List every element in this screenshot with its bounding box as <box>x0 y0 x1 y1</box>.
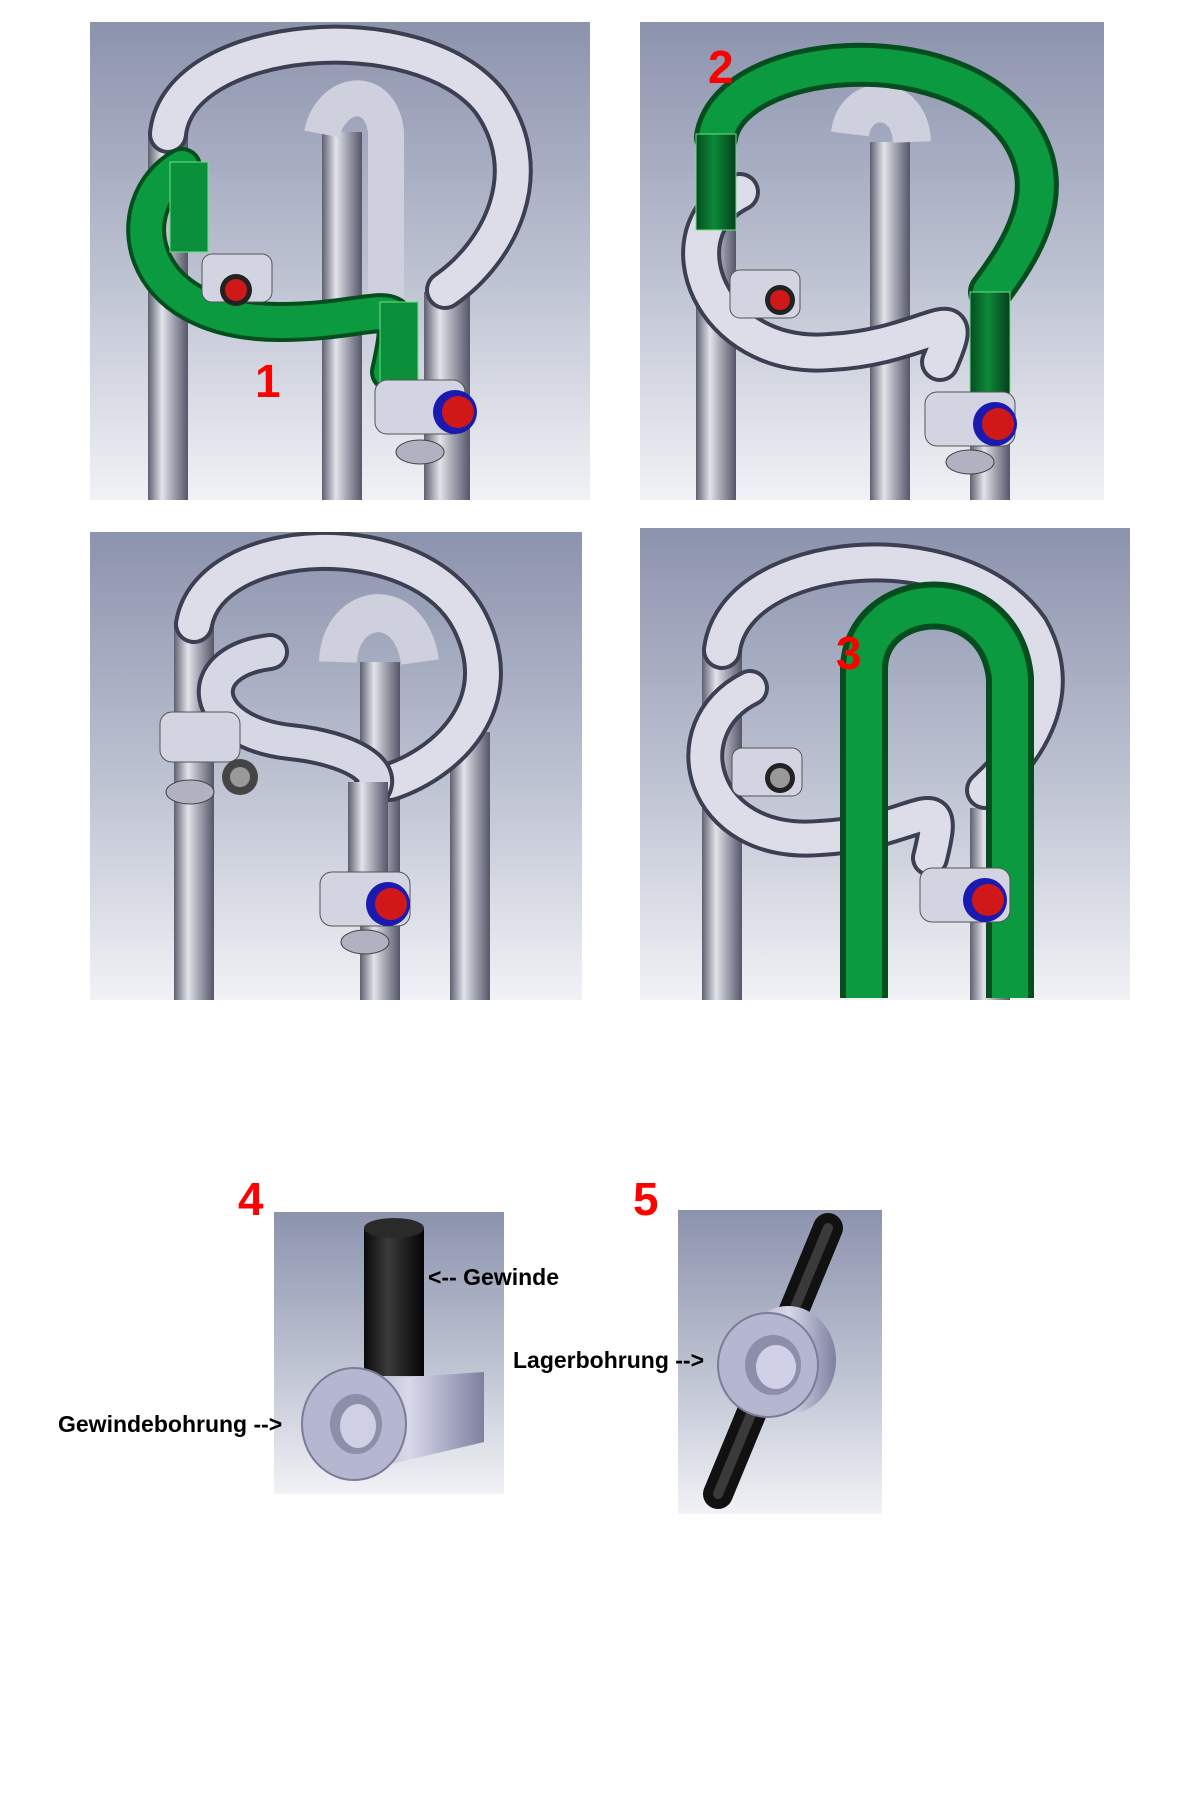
panel-3 <box>90 532 582 1000</box>
panel-number-2: 2 <box>708 41 734 93</box>
panel-number-1: 1 <box>255 355 281 407</box>
panel-1 <box>90 22 590 500</box>
pipe-illustration-4 <box>640 528 1130 1000</box>
bearing-axle-illustration <box>678 1210 882 1514</box>
panel-2 <box>640 22 1104 500</box>
pipe-illustration-1 <box>90 22 590 500</box>
pipe-illustration-3 <box>90 532 582 1000</box>
panel-number-3: 3 <box>836 627 862 679</box>
panel-4 <box>640 528 1130 1000</box>
panel-number-5: 5 <box>633 1173 659 1225</box>
pipe-illustration-2 <box>640 22 1104 500</box>
threaded-bolt-illustration <box>274 1212 504 1494</box>
panel-5 <box>274 1212 504 1494</box>
label-lagerbohrung: Lagerbohrung --> <box>513 1347 705 1373</box>
label-gewinde: <-- Gewinde <box>428 1264 559 1290</box>
panel-number-4: 4 <box>238 1173 264 1225</box>
panel-6 <box>678 1210 882 1514</box>
label-gewindebohrung: Gewindebohrung --> <box>58 1411 283 1437</box>
